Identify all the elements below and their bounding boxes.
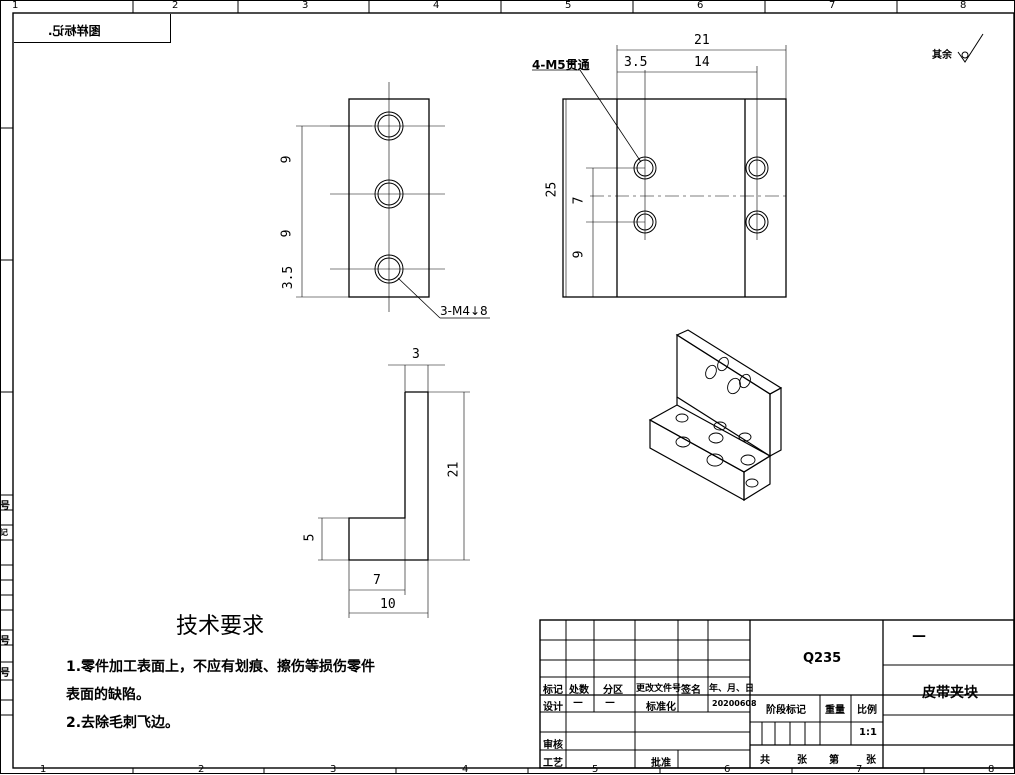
zone-top-2: 2	[172, 0, 179, 11]
tb-header-sign: 签名	[681, 685, 701, 696]
tb-no: 第	[829, 755, 839, 766]
tb-header-mark: 标记	[543, 685, 563, 696]
front-thread-callout: 3-M4↓8	[440, 304, 488, 318]
zone-top-7: 7	[829, 0, 836, 11]
tb-scale-value: 1:1	[859, 727, 877, 738]
zone-top-3: 3	[302, 0, 309, 11]
tb-date-value: 20200608	[712, 699, 757, 708]
front-view	[296, 82, 490, 319]
zone-top-5: 5	[565, 0, 572, 11]
tech-requirement-1: 1.零件加工表面上，不应有划痕、擦伤等损伤零件	[66, 659, 376, 675]
top-dim-25: 25	[544, 181, 560, 198]
zone-top-6: 6	[697, 0, 704, 11]
side-label-4: 号	[0, 668, 10, 679]
tb-standard: 标准化	[646, 702, 676, 713]
zone-bottom-2: 2	[198, 764, 205, 775]
tb-header-count: 处数	[569, 685, 589, 696]
top-dim-14: 14	[694, 55, 710, 70]
zone-bottom-1: 1	[40, 764, 47, 775]
tb-design: 设计	[543, 702, 563, 713]
drawing-mark-box	[14, 14, 171, 43]
top-dim-7: 7	[571, 196, 587, 205]
side-label-1: 号	[0, 501, 10, 512]
top-dim-3-5: 3.5	[624, 55, 648, 70]
zone-top-4: 4	[433, 0, 440, 11]
tb-sheet-1: 张	[797, 755, 807, 766]
side-dim-3: 3	[412, 347, 420, 362]
tb-stage-mark: 阶段标记	[766, 705, 806, 716]
tb-sheet-2: 张	[866, 755, 876, 766]
zone-bottom-7: 7	[856, 764, 863, 775]
tb-header-zone: 分区	[603, 685, 623, 696]
side-label-3: 号	[0, 636, 10, 647]
zone-top-8: 8	[960, 0, 967, 11]
zone-bottom-8: 8	[988, 764, 995, 775]
side-view	[318, 364, 470, 618]
top-dim-9: 9	[571, 250, 587, 259]
zone-top-1: 1	[12, 0, 19, 11]
tb-weight: 重量	[825, 705, 845, 716]
top-dim-21: 21	[694, 33, 710, 48]
zone-bottom-4: 4	[462, 764, 469, 775]
tb-total: 共	[760, 755, 770, 766]
roughness-label: 其余	[932, 50, 952, 61]
tb-drawing-number: —	[912, 628, 926, 644]
roughness-symbol	[957, 33, 984, 63]
tech-requirements-title: 技术要求	[176, 614, 265, 639]
side-dim-5: 5	[302, 533, 318, 542]
tech-requirement-1-cont: 表面的缺陷。	[66, 687, 150, 703]
zone-bottom-5: 5	[592, 764, 599, 775]
top-thread-callout: 4-M5贯通	[532, 58, 590, 72]
front-dim-9-mid: 9	[279, 229, 295, 238]
zone-bottom-6: 6	[724, 764, 731, 775]
side-dim-7: 7	[373, 573, 381, 588]
tb-part-name: 皮带夹块	[922, 685, 978, 701]
top-view	[532, 45, 790, 298]
tb-material: Q235	[803, 651, 842, 666]
side-label-2: 记	[0, 528, 8, 537]
tb-craft: 工艺	[543, 758, 563, 769]
tech-requirement-2: 2.去除毛刺飞边。	[66, 715, 180, 731]
isometric-view	[648, 329, 783, 502]
front-dim-9-top: 9	[279, 155, 295, 164]
tb-design-dash-2: —	[605, 697, 615, 708]
tb-design-dash-1: —	[573, 697, 583, 708]
title-block	[539, 619, 1015, 769]
side-dim-10: 10	[380, 597, 396, 612]
tb-header-docno: 更改文件号	[636, 684, 682, 694]
drawing-mark-text: 图样标记.	[48, 24, 101, 38]
tb-review: 审核	[543, 740, 563, 751]
tb-scale: 比例	[857, 705, 877, 716]
tb-approve: 批准	[651, 758, 671, 769]
tb-header-date: 年、月、日	[709, 684, 755, 694]
front-dim-3-5: 3.5	[281, 265, 297, 290]
zone-bottom-3: 3	[330, 764, 337, 775]
side-dim-21: 21	[446, 461, 462, 478]
